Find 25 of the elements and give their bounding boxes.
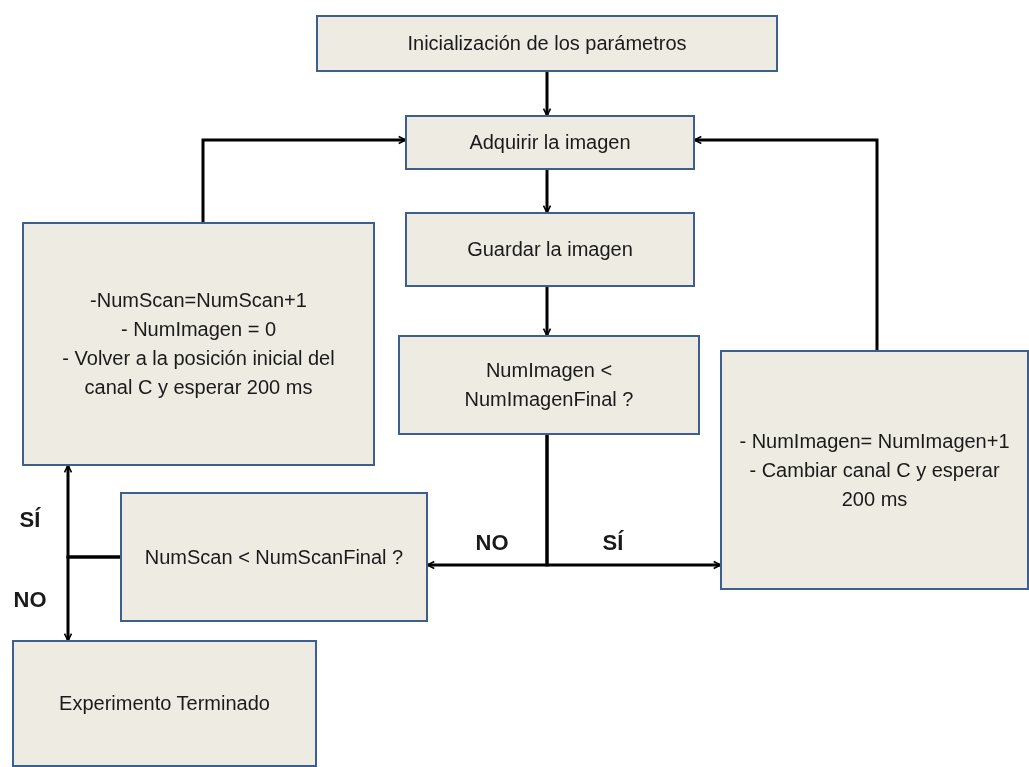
arrow — [201, 135, 407, 222]
process-box — [12, 640, 317, 767]
box-text: Guardar la imagen — [467, 237, 633, 262]
box-text: Experimento Terminado — [59, 691, 270, 716]
box-text: - Volver a la posición inicial del canal C y esperar 200 ms — [61, 346, 336, 400]
box-text: NumScan < NumScanFinal ? — [144, 544, 404, 570]
box-text: - NumImagen= NumImagen+1 — [739, 428, 1010, 454]
box-text: Inicialización de los parámetros — [407, 31, 687, 56]
arrow — [63, 555, 120, 642]
process-box — [22, 222, 375, 466]
box-text: -NumScan=NumScan+1 — [90, 288, 307, 313]
process-box — [120, 492, 428, 622]
process-box — [316, 15, 778, 72]
arrow — [542, 170, 552, 214]
box-text: - NumImagen = 0 — [120, 317, 277, 342]
arrow — [542, 287, 552, 337]
arrow — [545, 435, 722, 570]
process-box — [405, 212, 695, 287]
arrow — [542, 72, 552, 117]
box-text: Adquirir la imagen — [469, 130, 631, 155]
box-text: - Cambiar canal C y esperar 200 ms — [748, 457, 1001, 512]
process-box — [720, 350, 1029, 590]
process-box — [398, 335, 700, 435]
process-box — [405, 115, 695, 170]
box-text: NumImagen < NumImagenFinal ? — [463, 358, 635, 412]
